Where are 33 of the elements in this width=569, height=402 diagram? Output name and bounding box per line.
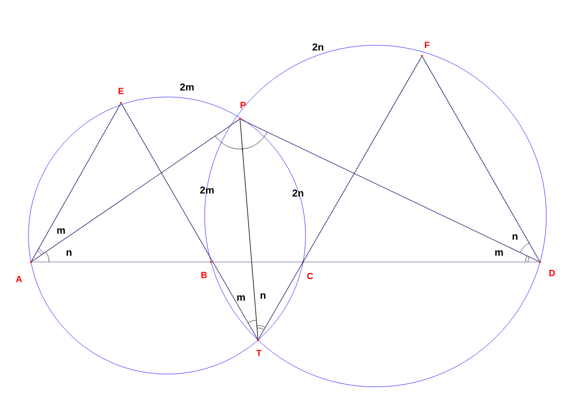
angle-label: 2m bbox=[180, 84, 194, 90]
angle-label: 2n bbox=[292, 190, 304, 196]
node-label: A bbox=[16, 276, 22, 282]
point: B bbox=[201, 261, 212, 278]
line-segment bbox=[121, 104, 258, 340]
point: P bbox=[239, 102, 246, 120]
node-label: T bbox=[256, 350, 262, 356]
node-label: C bbox=[307, 272, 314, 280]
point: D bbox=[539, 261, 555, 276]
angle-label: m bbox=[57, 228, 65, 234]
line-segment bbox=[240, 119, 540, 262]
node-label: B bbox=[201, 272, 207, 278]
node-label: E bbox=[118, 88, 124, 94]
node-label: F bbox=[424, 42, 430, 48]
node-label: D bbox=[549, 270, 555, 276]
angle-label: n bbox=[66, 250, 72, 256]
point: F bbox=[421, 42, 430, 57]
angle-label: m bbox=[237, 295, 245, 301]
point: E bbox=[118, 88, 124, 104]
line-segment bbox=[422, 56, 540, 262]
point: A bbox=[16, 261, 32, 282]
node-label: P bbox=[240, 102, 246, 108]
line-segment bbox=[240, 120, 258, 340]
angle-label: 2m bbox=[200, 186, 214, 194]
point: C bbox=[302, 261, 314, 280]
line-segment bbox=[258, 56, 422, 340]
point: T bbox=[256, 339, 262, 356]
angle-label: m bbox=[495, 250, 503, 256]
angle-label: 2n bbox=[312, 44, 324, 50]
line-segment bbox=[32, 119, 240, 262]
angle-label: n bbox=[512, 234, 518, 240]
angle-label: n bbox=[260, 293, 266, 299]
line-segment bbox=[31, 104, 121, 262]
